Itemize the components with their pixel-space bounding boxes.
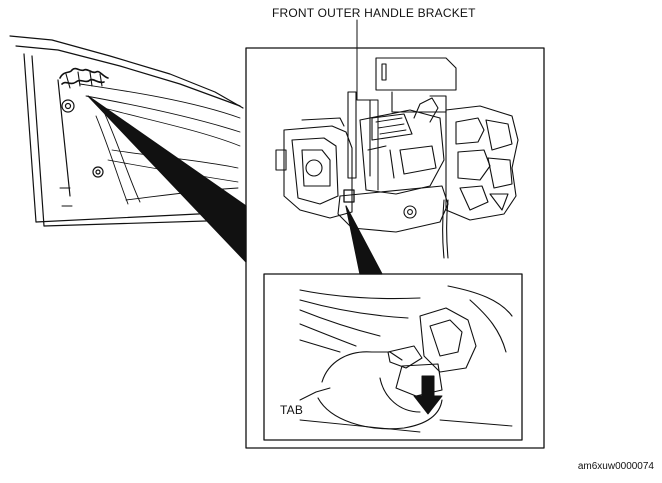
detail-box bbox=[245, 47, 545, 449]
bracket-assembly bbox=[275, 57, 519, 259]
figure-id-label: am6xuw0000074 bbox=[577, 461, 654, 472]
tab-label: TAB bbox=[280, 403, 304, 417]
bracket-label: FRONT OUTER HANDLE BRACKET bbox=[272, 6, 476, 20]
zoom-wedge bbox=[87, 95, 247, 263]
inset-wedge bbox=[345, 205, 383, 275]
inset-detail bbox=[299, 285, 513, 433]
door-panel-overview bbox=[9, 35, 244, 227]
bracket-leader bbox=[356, 19, 379, 191]
press-down-arrow bbox=[413, 375, 443, 415]
inset-box bbox=[263, 273, 523, 441]
